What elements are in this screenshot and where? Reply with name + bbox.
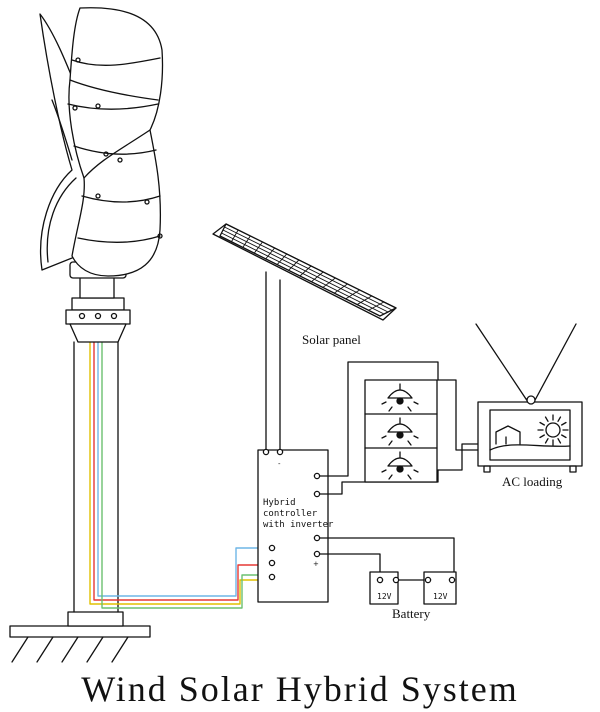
battery-wires (319, 537, 455, 581)
solar-panel-label: Solar panel (302, 332, 361, 347)
ac-loading-label: AC loading (502, 474, 563, 489)
controller-label-line3: with inverter (263, 520, 334, 530)
ground (9, 611, 151, 663)
lamp-panel (364, 379, 438, 483)
controller-plus-sign: + (313, 560, 319, 568)
battery-label: Battery (392, 606, 431, 621)
controller-label-line2: controller (263, 509, 318, 519)
controller-minus-sign: - (278, 460, 281, 468)
battery-2 (423, 571, 457, 605)
controller-label-line1: Hybrid (263, 498, 296, 508)
diagram-title: Wind Solar Hybrid System (81, 669, 519, 709)
battery1-voltage-label: 12V (377, 592, 392, 601)
solar-panel (212, 223, 397, 453)
battery-1 (369, 571, 400, 605)
tower-pole (73, 329, 273, 613)
ac-load-tv (475, 323, 583, 473)
hybrid-controller (257, 448, 329, 603)
ac-output-wires (319, 361, 483, 495)
battery2-voltage-label: 12V (433, 592, 448, 601)
vertical-wind-turbine-rotor (39, 7, 164, 277)
